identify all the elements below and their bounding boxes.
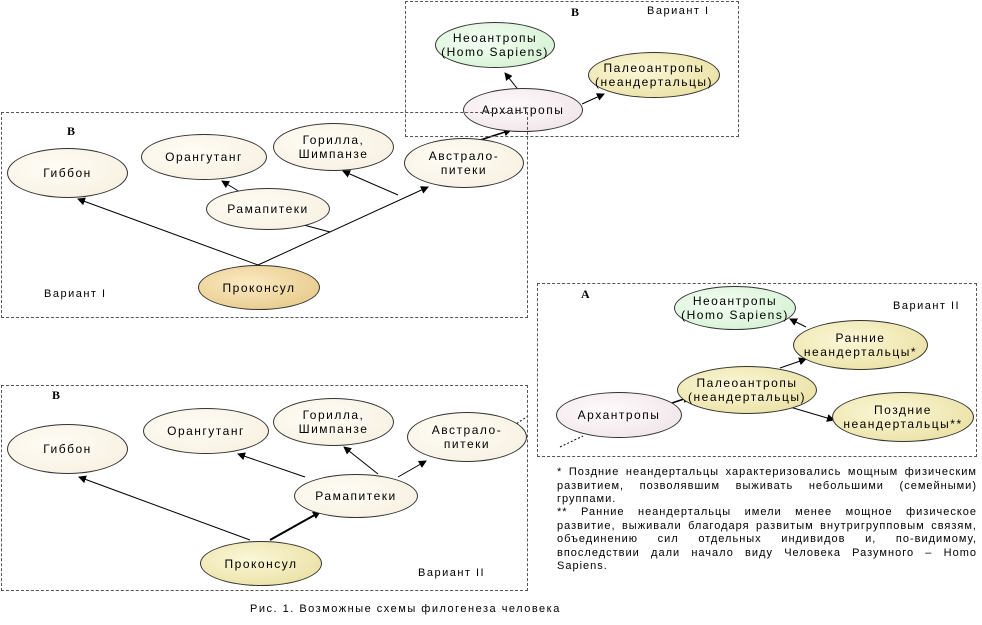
node-archanthropes-v2: Архантропы xyxy=(556,392,682,438)
arrow-to-gorilla-v1 xyxy=(342,170,399,196)
node-neoanthropes-v2: Неоантропы (Homo Sapiens) xyxy=(674,286,796,330)
arrow-rama-to-gorilla-v2 xyxy=(343,446,379,475)
arrow-rama-to-australo-v2 xyxy=(397,460,427,478)
panel-bottom-left-letter: В xyxy=(52,388,62,402)
node-gibbon-v1: Гиббон xyxy=(7,148,128,198)
panel-bottom-right-letter: А xyxy=(581,287,592,301)
panel-top-right-variant: Вариант I xyxy=(647,5,710,17)
node-paleoanthropes-v1: Палеоантропы (неандертальцы) xyxy=(588,52,720,98)
node-neoanthropes-v1: Неоантропы (Homo Sapiens) xyxy=(435,22,555,68)
node-orangutan-v1: Орангутанг xyxy=(141,134,267,180)
panel-bottom-left-variant: Вариант II xyxy=(418,567,486,579)
footnote-late-neanderthals: * Поздние неандертальцы характеризовалис… xyxy=(557,466,977,505)
footnote-early-neanderthals: ** Ранние неандертальцы имели менее мощн… xyxy=(557,506,977,572)
panel-bottom-right xyxy=(537,283,977,457)
node-archanthropes-v1: Архантропы xyxy=(463,88,583,132)
arrow-procon-to-australo-v1 xyxy=(257,186,429,266)
arrow-paleo-to-late-v2 xyxy=(789,406,835,422)
node-gorilla-v2: Горилла, Шимпанзе xyxy=(273,398,394,446)
panel-top-right-letter: В xyxy=(571,5,581,19)
node-australopithecus-v1: Австрало- питеки xyxy=(404,138,524,188)
node-ramapithecus-v2: Рамапитеки xyxy=(294,474,418,518)
panel-top-left-variant: Вариант I xyxy=(44,288,107,300)
node-australopithecus-v2: Австрало- питеки xyxy=(407,412,527,462)
node-late-neanderthals: Поздние неандертальцы** xyxy=(832,392,974,442)
panel-bottom-left xyxy=(1,385,528,591)
panel-top-right xyxy=(405,1,739,137)
figure-caption: Рис. 1. Возможные схемы филогенеза челов… xyxy=(250,603,561,615)
arrow-paleo-to-early-v2 xyxy=(779,357,807,369)
arrow-procon-to-gibbon-v2 xyxy=(78,475,251,541)
node-early-neanderthals: Ранние неандертальцы* xyxy=(793,320,928,370)
panel-bottom-right-variant: Вариант II xyxy=(893,300,961,312)
node-proconsul-v1: Проконсул xyxy=(198,265,320,310)
node-orangutan-v2: Орангутанг xyxy=(143,408,269,454)
node-gorilla-v1: Горилла, Шимпанзе xyxy=(273,123,394,171)
panel-top-left-letter: В xyxy=(67,124,77,138)
arrow-procon-to-gibbon-v1 xyxy=(77,197,259,266)
dotted-arch-in-v2 xyxy=(559,435,584,448)
arrow-early-to-neo-v2 xyxy=(789,318,807,328)
node-proconsul-v2: Проконсул xyxy=(200,541,322,586)
panel-top-left xyxy=(1,112,528,318)
arrow-rama-to-orang-v2 xyxy=(237,452,306,478)
node-ramapithecus-v1: Рамапитеки xyxy=(206,188,330,230)
arrow-arch-to-paleo-v1 xyxy=(581,93,605,105)
node-gibbon-v2: Гиббон xyxy=(7,424,128,474)
node-paleoanthropes-v2: Палеоантропы (неандертальцы) xyxy=(677,366,817,414)
arrow-procon-to-rama-v2 xyxy=(269,511,321,541)
